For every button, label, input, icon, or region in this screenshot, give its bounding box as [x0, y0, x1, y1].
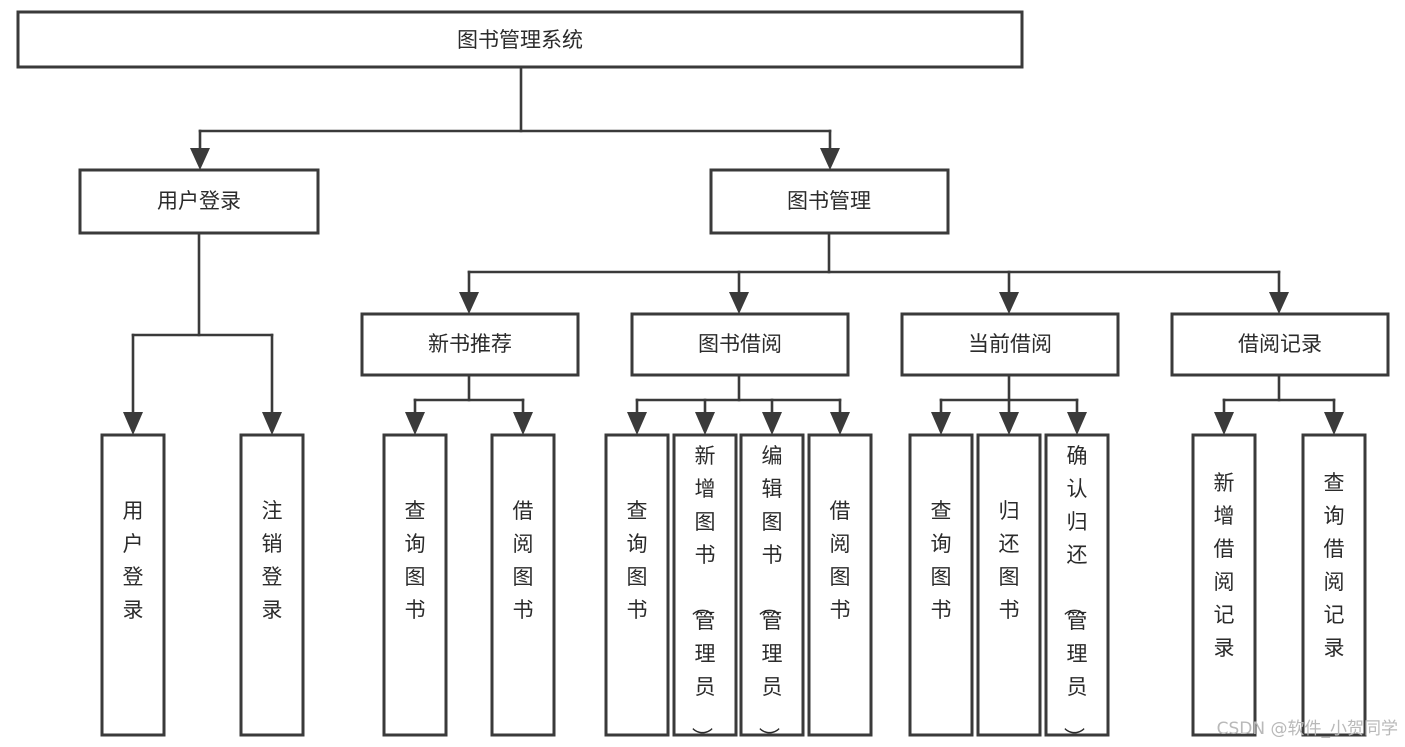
node-leaf-query-record-box[interactable]: [1301, 433, 1367, 737]
node-leaf-return-book-label: 归还图书: [999, 499, 1020, 622]
node-borrow-record-box[interactable]: [1170, 312, 1390, 377]
arrow-user-login-leaf-2: [262, 412, 282, 435]
node-leaf-query-record-label: 查询借阅记录: [1324, 471, 1345, 660]
node-leaf-borrow-book-1-box[interactable]: [490, 433, 556, 737]
leaf-nodes-layer: 用户登录 注销登录 查询图书 借阅图书 查询图书 新增图书（管理员） 编辑图书（…: [100, 433, 1367, 747]
node-leaf-query-record[interactable]: 查询借阅记录: [1301, 433, 1367, 737]
arrow-bb-leaf-1: [627, 412, 647, 435]
node-leaf-user-login[interactable]: 用户登录: [100, 433, 166, 737]
arrow-cb-leaf-2: [999, 412, 1019, 435]
node-leaf-edit-book-box[interactable]: [739, 433, 805, 737]
node-leaf-logout-login[interactable]: 注销登录: [239, 433, 305, 737]
node-new-book-recommend[interactable]: 新书推荐: [360, 312, 580, 377]
arrow-bb-leaf-2: [695, 412, 715, 435]
arrow-bm-to-current-borrow: [999, 292, 1019, 314]
node-root-system-label: 图书管理系统: [457, 28, 583, 52]
node-leaf-user-login-label: 用户登录: [123, 499, 144, 622]
node-book-borrow-label: 图书借阅: [698, 332, 782, 356]
node-current-borrow-label: 当前借阅: [968, 332, 1052, 356]
arrow-root-to-book-management: [820, 148, 840, 170]
node-leaf-borrow-book-1[interactable]: 借阅图书: [490, 433, 556, 737]
node-borrow-record[interactable]: 借阅记录: [1170, 312, 1390, 377]
arrow-br-leaf-1: [1214, 412, 1234, 435]
node-leaf-query-book-3-box[interactable]: [908, 433, 974, 737]
node-leaf-query-book-2-box[interactable]: [604, 433, 670, 737]
node-leaf-confirm-return-box[interactable]: [1044, 433, 1110, 737]
node-leaf-query-book-1-box[interactable]: [382, 433, 448, 737]
node-leaf-logout-login-label: 注销登录: [262, 499, 283, 622]
arrow-user-login-leaf-1: [123, 412, 143, 435]
node-book-management-label: 图书管理: [787, 189, 871, 213]
node-book-borrow[interactable]: 图书借阅: [630, 312, 850, 377]
arrow-bm-to-borrow-record: [1269, 292, 1289, 314]
node-root-system[interactable]: 图书管理系统: [16, 10, 1024, 69]
arrow-cb-leaf-1: [931, 412, 951, 435]
arrow-br-leaf-2: [1324, 412, 1344, 435]
node-leaf-edit-book[interactable]: 编辑图书（管理员）: [739, 433, 805, 747]
node-leaf-add-record-label: 新增借阅记录: [1214, 471, 1235, 660]
node-leaf-edit-book-label: 编辑图书（管理员）: [757, 444, 783, 747]
node-root-system-box[interactable]: [16, 10, 1024, 69]
node-leaf-borrow-book-1-label: 借阅图书: [513, 499, 534, 622]
arrow-root-to-user-login: [190, 148, 210, 170]
node-new-book-recommend-box[interactable]: [360, 312, 580, 377]
arrow-bm-to-new-book-recommend: [459, 292, 479, 314]
node-leaf-query-book-1[interactable]: 查询图书: [382, 433, 448, 737]
node-leaf-query-book-3[interactable]: 查询图书: [908, 433, 974, 737]
node-leaf-logout-login-box[interactable]: [239, 433, 305, 737]
node-user-login-box[interactable]: [78, 168, 320, 235]
connector-layer: [123, 65, 1344, 435]
node-book-management-box[interactable]: [709, 168, 950, 235]
node-borrow-record-label: 借阅记录: [1238, 332, 1322, 356]
node-leaf-borrow-book-2-box[interactable]: [807, 433, 873, 737]
node-user-login-label: 用户登录: [157, 189, 241, 213]
node-book-management[interactable]: 图书管理: [709, 168, 950, 235]
arrow-cb-leaf-3: [1067, 412, 1087, 435]
node-leaf-query-book-2[interactable]: 查询图书: [604, 433, 670, 737]
node-leaf-return-book[interactable]: 归还图书: [976, 433, 1042, 737]
node-leaf-query-book-1-label: 查询图书: [405, 499, 426, 622]
arrow-nbr-leaf-1: [405, 412, 425, 435]
node-leaf-add-record-box[interactable]: [1191, 433, 1257, 737]
node-leaf-borrow-book-2-label: 借阅图书: [830, 499, 851, 622]
node-user-login[interactable]: 用户登录: [78, 168, 320, 235]
node-leaf-confirm-return-label: 确认归还（管理员）: [1062, 444, 1088, 747]
node-leaf-borrow-book-2[interactable]: 借阅图书: [807, 433, 873, 737]
node-book-borrow-box[interactable]: [630, 312, 850, 377]
csdn-watermark: CSDN @软件_小贺同学: [1217, 719, 1398, 739]
arrow-nbr-leaf-2: [513, 412, 533, 435]
arrow-bb-leaf-4: [830, 412, 850, 435]
node-leaf-add-book-box[interactable]: [672, 433, 738, 737]
node-new-book-recommend-label: 新书推荐: [428, 332, 512, 356]
node-leaf-return-book-box[interactable]: [976, 433, 1042, 737]
arrow-bm-to-book-borrow: [729, 292, 749, 314]
node-leaf-add-book-label: 新增图书（管理员）: [690, 444, 716, 747]
node-leaf-confirm-return[interactable]: 确认归还（管理员）: [1044, 433, 1110, 747]
node-current-borrow[interactable]: 当前借阅: [900, 312, 1120, 377]
node-leaf-query-book-2-label: 查询图书: [627, 499, 648, 622]
node-current-borrow-box[interactable]: [900, 312, 1120, 377]
node-leaf-user-login-box[interactable]: [100, 433, 166, 737]
arrow-bb-leaf-3: [762, 412, 782, 435]
node-leaf-add-record[interactable]: 新增借阅记录: [1191, 433, 1257, 737]
node-leaf-query-book-3-label: 查询图书: [931, 499, 952, 622]
node-leaf-add-book[interactable]: 新增图书（管理员）: [672, 433, 738, 747]
